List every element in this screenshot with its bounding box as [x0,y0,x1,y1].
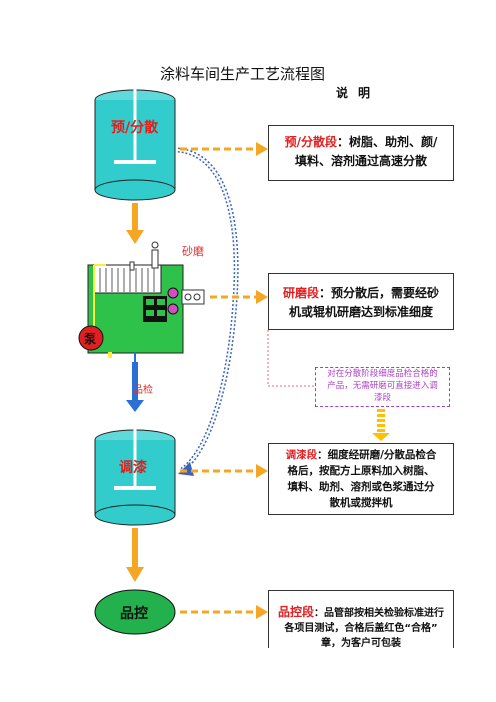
step-head: 调漆段 [285,449,318,461]
step-text: 各项目测试，合格后盖红色“合格” [284,623,438,634]
step-box-qc: 品控段：品管部按相关检验标准进行 各项目测试，合格后盖红色“合格” 章，为客户可… [268,590,454,648]
step-text: 填料、助剂、溶剂或色浆通过分 [287,481,435,493]
step-head: 研磨段 [282,286,319,300]
step-text: 章，为客户可包装 [321,638,401,648]
dash-arrow-1 [180,142,268,156]
pump-label: 泵 [84,332,97,346]
grinding-label: 砂磨 [182,245,204,258]
dash-arrow-2 [210,290,268,304]
step-text: 填料、溶剂通过高速分散 [294,154,427,168]
step-text: 格后，按配方上原料加入树脂、 [287,465,435,477]
bead-mill [87,241,205,362]
step-box-grinding: 研磨段：预分散后，需要经砂 机或辊机研磨达到标准细度 [268,273,454,330]
dash-arrow-4 [180,605,268,619]
note-connector [267,330,315,387]
note-line: 漆段 [373,393,391,403]
inspection-label: 品检 [133,385,153,396]
predisperse-label: 预/分散 [111,120,159,136]
qc-label: 品控 [120,606,148,622]
step-text: ：细度经研磨/分散品检合 [317,449,437,461]
bypass-arrow [177,147,239,476]
pump [78,325,104,351]
arrow-down-3 [126,528,144,582]
note-line: 对在分散阶段细度品检合格的 [327,369,438,379]
page-subtitle: 说明 [336,86,381,100]
step-head: 品控段 [277,605,314,619]
agitator-blade [114,160,156,164]
qc-ellipse [94,589,176,635]
step-head: 预/分散段 [284,135,337,149]
note-line: 产品，无需研磨可直接进入调 [327,381,438,391]
arrow-down-2 [126,362,144,412]
step-text: 机或辊机研磨达到标准细度 [288,305,433,319]
dash-arrow-3 [180,464,268,478]
letdown-label: 调漆 [119,460,147,476]
bypass-note: 对在分散阶段细度品检合格的 产品，无需研磨可直接进入调 漆段 [315,367,450,407]
step-text: ：品管部按相关检验标准进行 [314,608,444,619]
step-box-letdown: 调漆段：细度经研磨/分散品检合 格后，按配方上原料加入树脂、 填料、助剂、溶剂或… [268,443,454,515]
step-text: 散机或搅拌机 [329,497,393,509]
letdown-tank [94,420,176,526]
step-text: ：树脂、助剂、颜/ [337,135,438,149]
step-box-predisperse: 预/分散段：树脂、助剂、颜/ 填料、溶剂通过高速分散 [268,125,454,181]
note-arrow [372,409,390,441]
predisperse-tank [94,84,176,201]
page-title: 涂料车间生产工艺流程图 [160,65,326,83]
step-text: ：预分散后，需要经砂 [319,286,440,300]
arrow-down-1 [126,203,144,244]
